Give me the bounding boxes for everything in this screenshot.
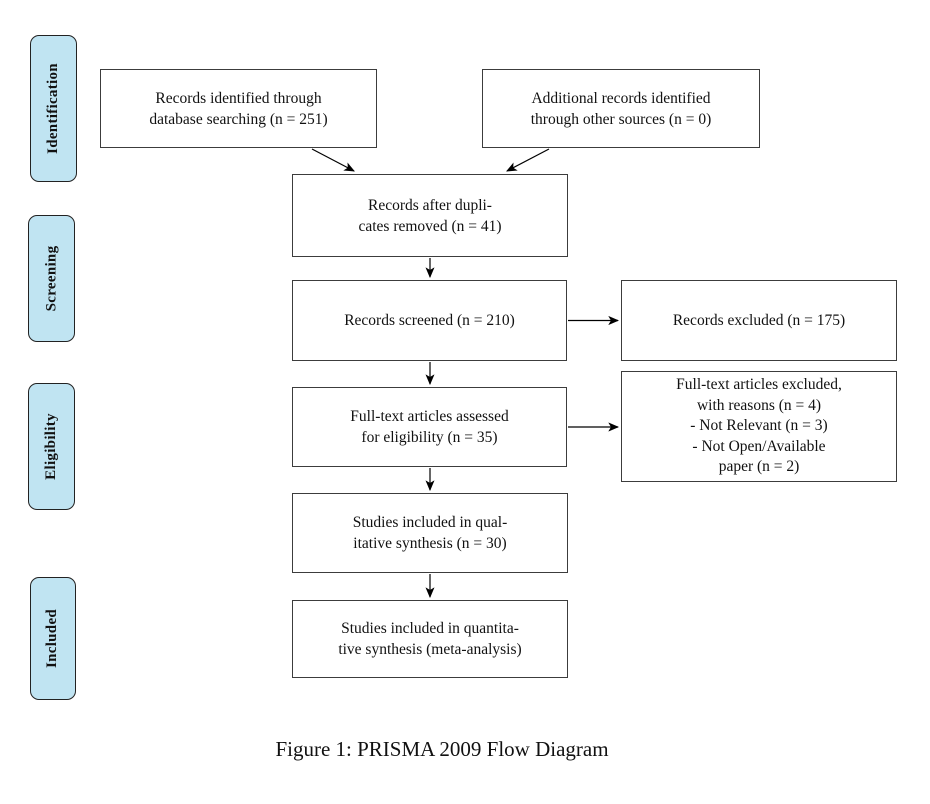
- box-quantitative-synthesis: Studies included in quantita- tive synth…: [292, 600, 568, 678]
- stage-label-included: Included: [30, 577, 76, 700]
- box-records-excluded: Records excluded (n = 175): [621, 280, 897, 361]
- stage-label-identification: Identification: [30, 35, 77, 182]
- stage-label-screening: Screening: [28, 215, 75, 342]
- stage-label-screening-text: Screening: [43, 245, 60, 312]
- box-records-identified: Records identified through database sear…: [100, 69, 377, 148]
- box-additional-records: Additional records identified through ot…: [482, 69, 760, 148]
- arrow-additional-to-duplicates: [506, 148, 550, 172]
- stage-label-included-text: Included: [44, 608, 61, 669]
- box-fulltext-assessed: Full-text articles assessed for eligibil…: [292, 387, 567, 467]
- box-fulltext-excluded: Full-text articles excluded, with reason…: [621, 371, 897, 482]
- stage-label-identification-text: Identification: [45, 63, 61, 154]
- box-records-screened: Records screened (n = 210): [292, 280, 567, 361]
- box-records-after-duplicates: Records after dupli- cates removed (n = …: [292, 174, 568, 257]
- box-qualitative-synthesis: Studies included in qual- itative synthe…: [292, 493, 568, 573]
- figure-caption: Figure 1: PRISMA 2009 Flow Diagram: [275, 737, 609, 761]
- stage-label-eligibility-text: Eligibility: [43, 413, 59, 480]
- stage-label-eligibility: Eligibility: [28, 383, 75, 510]
- arrow-identified-to-duplicates: [311, 148, 355, 172]
